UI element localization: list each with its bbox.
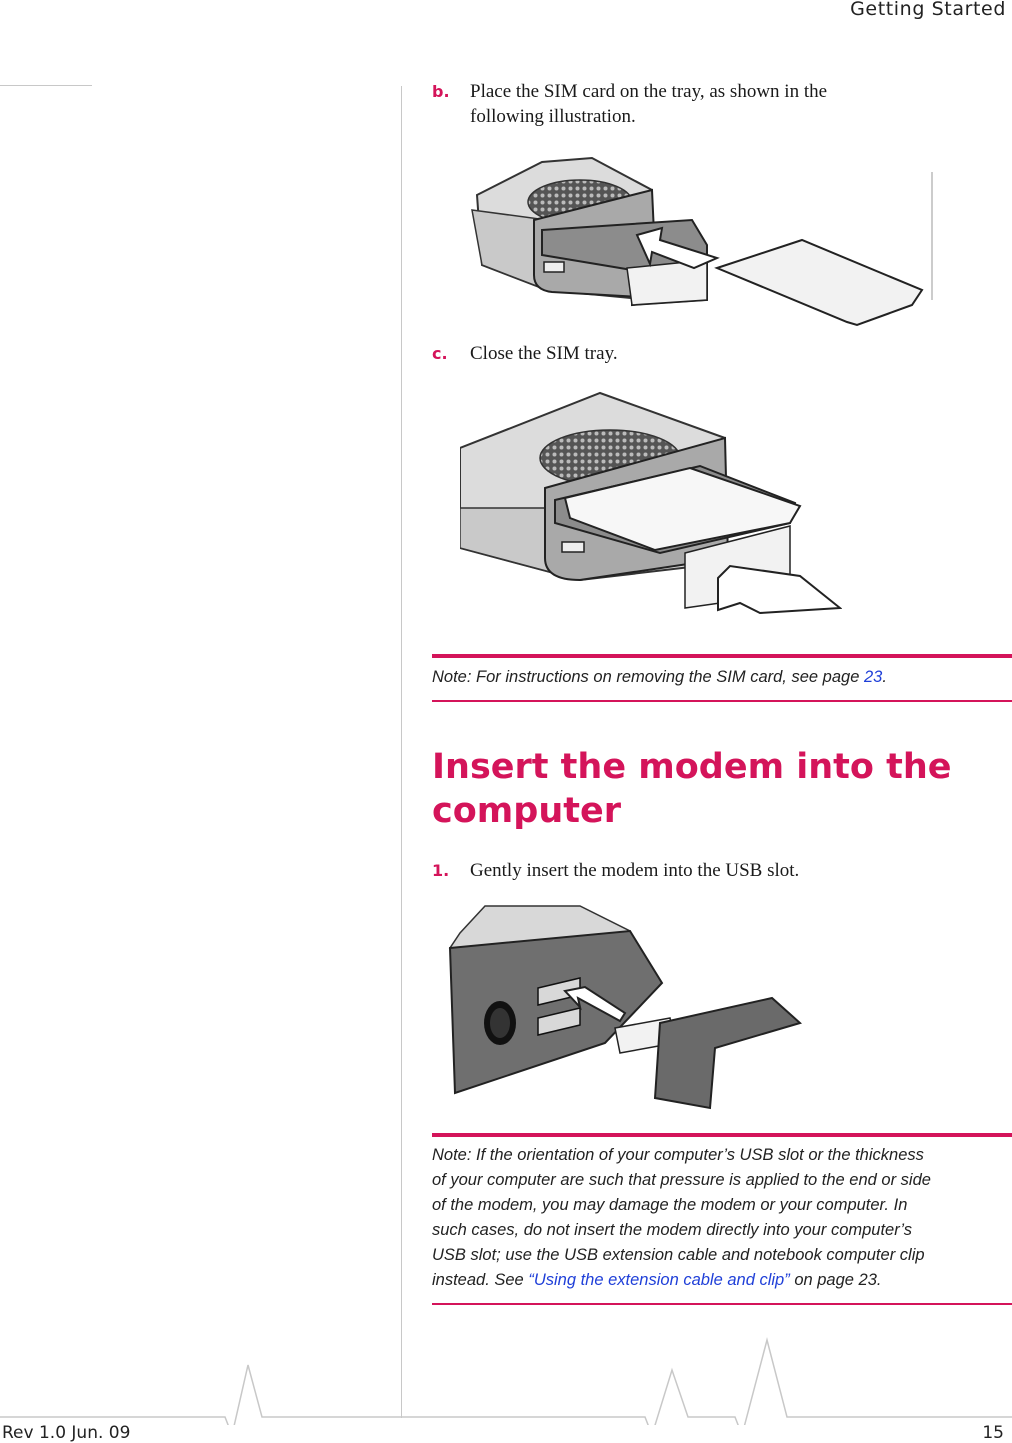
column-divider	[401, 86, 402, 1418]
section-heading-line2: computer	[432, 791, 621, 831]
running-header: Getting Started	[850, 0, 1006, 20]
note2-line5: USB slot; use the USB extension cable an…	[432, 1246, 925, 1264]
note2-rule-bottom	[432, 1303, 1012, 1305]
footer-decoration	[0, 1337, 1012, 1425]
close-sim-tray-illustration	[460, 391, 842, 615]
step-c-label: c.	[432, 344, 448, 363]
step-1: 1. Gently insert the modem into the USB …	[432, 858, 970, 883]
section-heading: Insert the modem into the computer	[432, 745, 992, 833]
note-page-link[interactable]: 23	[863, 668, 883, 686]
note2-line4: such cases, do not insert the modem dire…	[432, 1221, 912, 1239]
step-c-text: Close the SIM tray.	[470, 343, 618, 364]
footer-revision: Rev 1.0 Jun. 09	[2, 1423, 131, 1443]
step-c: c. Close the SIM tray.	[432, 341, 950, 366]
section-heading-line1: Insert the modem into the	[432, 747, 952, 787]
insert-usb-modem-illustration	[448, 905, 803, 1110]
note-sim-removal-text: Note: For instructions on removing the S…	[432, 668, 864, 686]
step-b-label: b.	[432, 82, 450, 101]
note2-line2: of your computer are such that pressure …	[432, 1171, 931, 1189]
footer-page-number: 15	[982, 1423, 1004, 1443]
step-b: b. Place the SIM card on the tray, as sh…	[432, 79, 950, 129]
note-rule-top	[432, 654, 1012, 658]
note-rule-bottom	[432, 700, 1012, 702]
step-b-text-line2: following illustration.	[470, 106, 636, 127]
sim-card-on-tray-illustration	[471, 156, 933, 327]
step-1-label: 1.	[432, 861, 450, 880]
header-rule	[0, 85, 92, 86]
note2-line6-suffix: on page 23.	[789, 1271, 882, 1289]
note2-line1: Note: If the orientation of your compute…	[432, 1146, 924, 1164]
note-sim-removal: Note: For instructions on removing the S…	[432, 665, 1006, 690]
note-sim-removal-suffix: .	[882, 668, 887, 686]
note2-line3: of the modem, you may damage the modem o…	[432, 1196, 908, 1214]
note-usb-orientation: Note: If the orientation of your compute…	[432, 1143, 1006, 1293]
note2-rule-top	[432, 1133, 1012, 1137]
step-b-text-line1: Place the SIM card on the tray, as shown…	[470, 81, 828, 102]
note2-line6-prefix: instead. See	[432, 1271, 529, 1289]
note2-line6: instead. See “Using the extension cable …	[432, 1268, 1006, 1293]
extension-cable-link[interactable]: “Using the extension cable and clip”	[528, 1271, 790, 1289]
step-1-text: Gently insert the modem into the USB slo…	[470, 860, 800, 881]
